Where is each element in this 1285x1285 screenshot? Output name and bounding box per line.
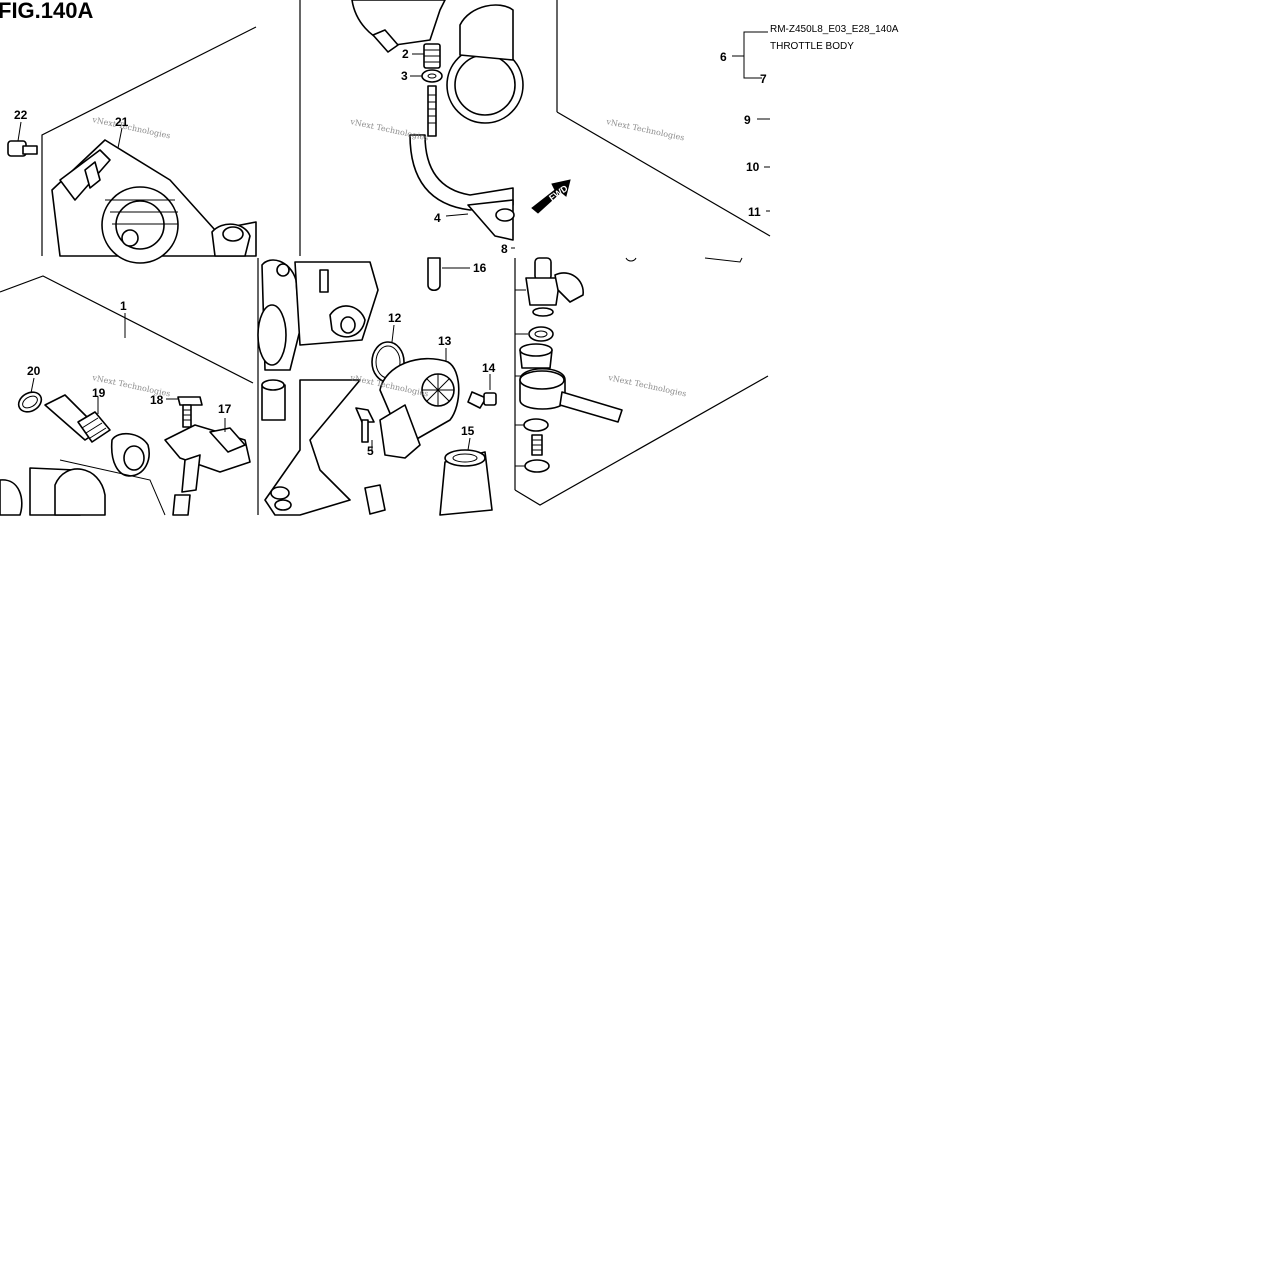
- panel-frame-line: [0, 275, 254, 384]
- throttle-body-main-drawing: [257, 257, 470, 516]
- callout-12: 12: [388, 311, 402, 325]
- watermark: vNext Technologies: [91, 115, 172, 141]
- callout-21: 21: [115, 115, 129, 129]
- bracket-6-7: [743, 31, 768, 79]
- watermark: vNext Technologies: [605, 117, 686, 143]
- callouts: 1 2 3 4 5 6 7 8 9 10 11 12 13 14 15 16 1…: [14, 47, 767, 458]
- screw-22-drawing: [7, 121, 38, 157]
- callout-5: 5: [367, 444, 374, 458]
- panel-bottom-middle: [257, 257, 497, 516]
- figure-title: FIG.140A: [0, 0, 93, 23]
- washer-3-drawing: [421, 69, 443, 83]
- panel-top-right: RM-Z450L8_E03_E28_140A THROTTLE BODY: [556, 0, 899, 263]
- callout-18: 18: [150, 393, 164, 407]
- panel-top-middle: FWD: [299, 0, 571, 256]
- panel-bottom-left: [0, 275, 254, 516]
- connector-17-drawing: [164, 418, 251, 516]
- callout-15: 15: [461, 424, 475, 438]
- throttle-bore-drawing: [351, 0, 524, 241]
- callout-16: 16: [473, 261, 487, 275]
- panel-frame-line: [41, 26, 257, 256]
- panel-frame-line: [514, 375, 769, 506]
- screw-14-drawing: [467, 374, 497, 409]
- callout-13: 13: [438, 334, 452, 348]
- fwd-arrow: FWD: [531, 179, 571, 214]
- callout-10: 10: [746, 160, 760, 174]
- screw-5-drawing: [355, 407, 375, 450]
- panel-bottom-right: [514, 257, 769, 506]
- callout-17: 17: [218, 402, 232, 416]
- callout-6: 6: [720, 50, 727, 64]
- callout-9: 9: [744, 113, 751, 127]
- spring-2-drawing: [423, 43, 441, 69]
- callout-20: 20: [27, 364, 41, 378]
- callout-8: 8: [501, 242, 508, 256]
- callout-3: 3: [401, 69, 408, 83]
- panel-top-left: [7, 26, 257, 264]
- watermark: vNext Technologies: [349, 117, 430, 143]
- callout-2: 2: [402, 47, 409, 61]
- callout-19: 19: [92, 386, 106, 400]
- callout-11: 11: [748, 205, 761, 219]
- injector-drawing: [515, 257, 623, 473]
- tps-13-drawing: [379, 348, 460, 459]
- body-lower-left-drawing: [0, 459, 166, 516]
- throttle-body-housing-drawing: [51, 139, 257, 264]
- callout-7: 7: [760, 72, 767, 86]
- callout-4: 4: [434, 211, 441, 225]
- callout-1: 1: [120, 299, 127, 313]
- callout-14: 14: [482, 361, 496, 375]
- oring-20-drawing: [17, 377, 43, 413]
- sensor-19-drawing: [44, 394, 150, 477]
- filter-15-drawing: [439, 437, 493, 516]
- panel-frame-line: [556, 111, 771, 237]
- callout-22: 22: [14, 108, 28, 122]
- watermark: vNext Technologies: [607, 373, 688, 399]
- figure-subtitle: THROTTLE BODY: [770, 41, 854, 52]
- figure-code: RM-Z450L8_E03_E28_140A: [770, 24, 899, 35]
- idle-screw-drawing: [427, 85, 437, 137]
- bolt-18-drawing: [166, 396, 203, 428]
